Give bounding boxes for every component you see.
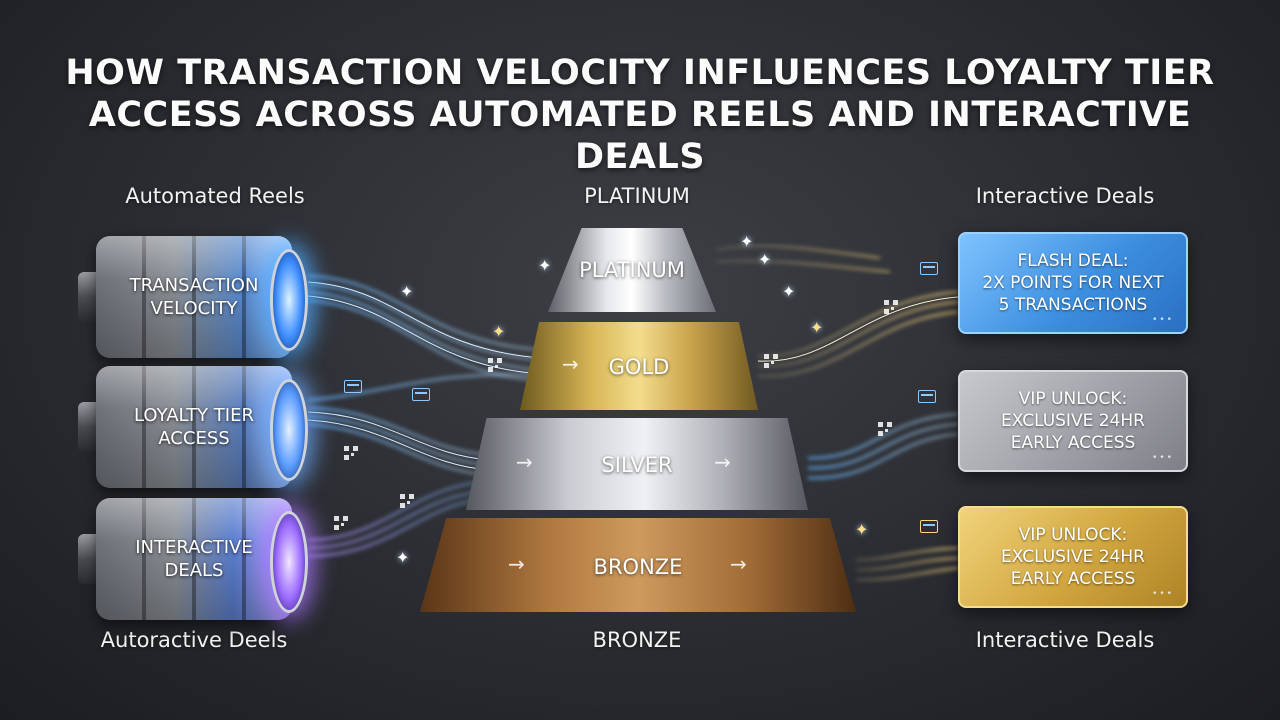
reel-label-line2: DEALS — [164, 560, 224, 581]
reel-lens — [270, 379, 308, 481]
reel-label-line1: LOYALTY TIER — [134, 405, 254, 426]
credit-card-icon — [918, 390, 936, 403]
reel-label-line2: ACCESS — [158, 428, 230, 449]
label-platinum-top: PLATINUM — [584, 184, 690, 208]
credit-card-icon — [344, 380, 362, 393]
reel-label-line1: TRANSACTION — [129, 275, 259, 296]
flow-reel2-core — [307, 411, 491, 471]
qr-code-icon — [878, 422, 892, 436]
tier-shape — [466, 418, 808, 510]
qr-code-icon — [884, 300, 898, 314]
title-line-1: HOW TRANSACTION VELOCITY INFLUENCES LOYA… — [65, 53, 1215, 93]
reel-label-line2: VELOCITY — [150, 298, 238, 319]
deal-line1: VIP UNLOCK: — [1018, 525, 1128, 545]
title-line-2: ACCESS ACROSS AUTOMATED REELS AND INTERA… — [88, 95, 1192, 177]
label-bronze-bottom: BRONZE — [592, 628, 682, 652]
arrow-right-icon: → — [714, 450, 731, 474]
tier-name: BRONZE — [593, 555, 683, 579]
flow-gold-core — [757, 296, 959, 362]
reel-lens — [270, 249, 308, 351]
arrow-right-icon: → — [516, 450, 533, 474]
qr-code-icon — [764, 354, 778, 368]
arrow-right-icon: → — [508, 552, 525, 576]
page-title: HOW TRANSACTION VELOCITY INFLUENCES LOYA… — [40, 52, 1240, 178]
sparkle-icon: ✦ — [758, 252, 772, 269]
sparkle-icon: ✦ — [396, 550, 410, 567]
tier-gold: GOLD → — [520, 322, 758, 410]
flow-silver-to-deal2 — [807, 412, 959, 480]
sparkle-icon: ✦ — [492, 324, 506, 341]
arrow-right-icon: → — [562, 352, 579, 376]
credit-card-icon — [920, 262, 938, 275]
reel-loyalty-tier-access: LOYALTY TIER ACCESS — [78, 366, 308, 488]
deal-text: VIP UNLOCK: EXCLUSIVE 24HR EARLY ACCESS — [1001, 524, 1145, 590]
tier-shape — [420, 518, 856, 612]
qr-code-icon — [344, 446, 358, 460]
flow-gold-to-deal1 — [757, 290, 959, 378]
deal-text: FLASH DEAL: 2X POINTS FOR NEXT 5 TRANSAC… — [982, 250, 1163, 316]
deal-text: VIP UNLOCK: EXCLUSIVE 24HR EARLY ACCESS — [1001, 388, 1145, 454]
sparkle-icon: ✦ — [538, 258, 552, 275]
deal-line1: VIP UNLOCK: — [1018, 389, 1128, 409]
credit-card-icon — [920, 520, 938, 533]
deal-line2: EXCLUSIVE 24HR — [1001, 547, 1145, 567]
tier-name: PLATINUM — [579, 258, 685, 282]
sparkle-icon: ✦ — [810, 320, 824, 337]
reel-body — [96, 366, 292, 488]
deal-card-vip-silver[interactable]: VIP UNLOCK: EXCLUSIVE 24HR EARLY ACCESS … — [958, 370, 1188, 472]
tier-bronze: BRONZE → → — [420, 518, 856, 612]
tier-silver: SILVER → → — [466, 418, 808, 510]
deal-line3: EARLY ACCESS — [1010, 433, 1136, 453]
more-dots-icon: ••• — [1152, 453, 1174, 463]
deal-line2: 2X POINTS FOR NEXT — [982, 273, 1164, 293]
reel-body — [96, 498, 292, 620]
flow-reel3-to-silver — [307, 480, 481, 558]
reel-transaction-velocity: TRANSACTION VELOCITY — [78, 236, 308, 358]
deal-line2: EXCLUSIVE 24HR — [1001, 411, 1145, 431]
qr-code-icon — [488, 358, 502, 372]
reel-label: INTERACTIVE DEALS — [96, 498, 292, 620]
tier-name: SILVER — [601, 453, 673, 477]
flow-bronze-to-deal3 — [855, 546, 959, 582]
deal-line1: FLASH DEAL: — [1017, 251, 1129, 271]
deal-line3: EARLY ACCESS — [1010, 569, 1136, 589]
sparkle-icon: ✦ — [740, 234, 754, 251]
more-dots-icon: ••• — [1152, 589, 1174, 599]
sparkle-icon: ✦ — [855, 522, 869, 539]
flow-reel2-to-silver — [307, 373, 541, 477]
qr-code-icon — [400, 494, 414, 508]
qr-code-icon — [334, 516, 348, 530]
reel-lens — [270, 511, 308, 613]
deal-line3: 5 TRANSACTIONS — [998, 295, 1148, 315]
label-autoractive-deels: Autoractive Deels — [100, 628, 288, 652]
reel-label: TRANSACTION VELOCITY — [96, 236, 292, 358]
deal-card-flash[interactable]: FLASH DEAL: 2X POINTS FOR NEXT 5 TRANSAC… — [958, 232, 1188, 334]
more-dots-icon: ••• — [1152, 315, 1174, 325]
sparkle-icon: ✦ — [400, 284, 414, 301]
credit-card-icon — [412, 388, 430, 401]
tier-platinum: PLATINUM — [548, 228, 716, 312]
deal-card-vip-gold[interactable]: VIP UNLOCK: EXCLUSIVE 24HR EARLY ACCESS … — [958, 506, 1188, 608]
tier-shape — [520, 322, 758, 410]
label-interactive-deals-bottom: Interactive Deals — [975, 628, 1155, 652]
reel-body — [96, 236, 292, 358]
reel-label-line1: INTERACTIVE — [135, 537, 253, 558]
sparkle-icon: ✦ — [782, 284, 796, 301]
reel-label: LOYALTY TIER ACCESS — [96, 366, 292, 488]
reel-interactive-deals: INTERACTIVE DEALS — [78, 498, 308, 620]
flow-platinum-trails — [715, 245, 891, 273]
label-automated-reels: Automated Reels — [125, 184, 305, 208]
tier-name: GOLD — [608, 355, 670, 379]
label-interactive-deals-top: Interactive Deals — [975, 184, 1155, 208]
arrow-right-icon: → — [730, 552, 747, 576]
